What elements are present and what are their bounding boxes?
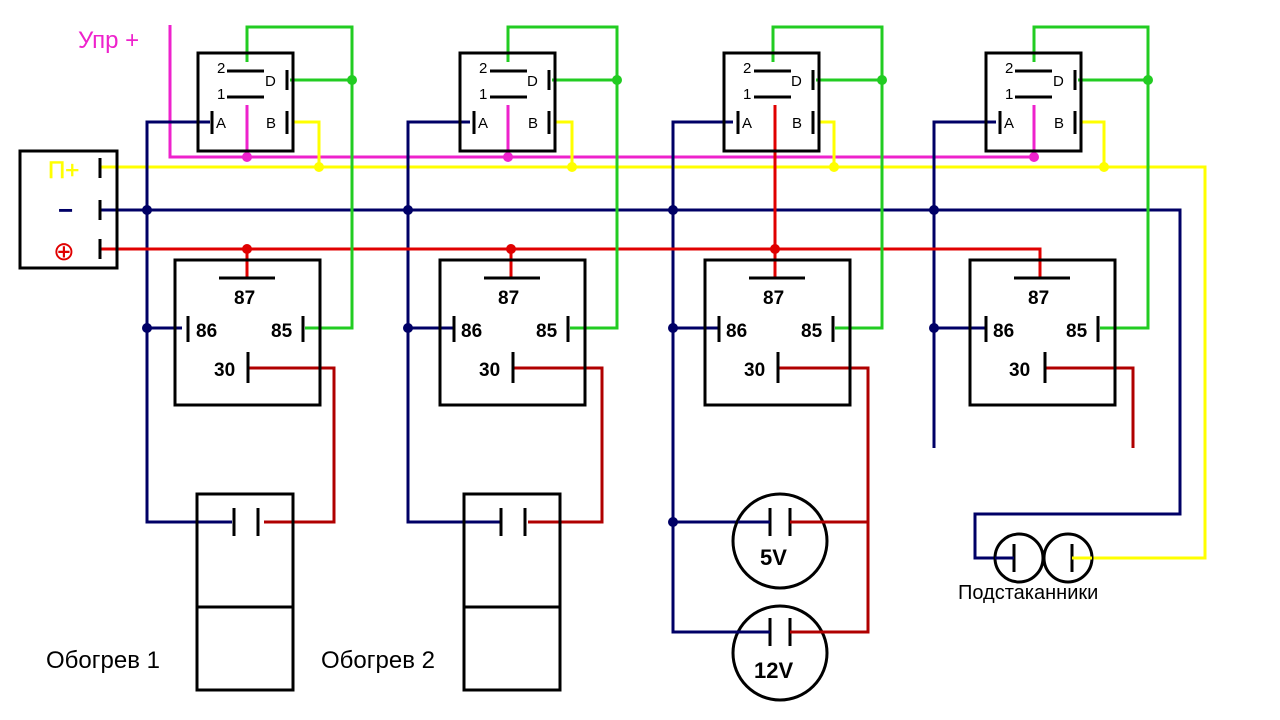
switch-pin-d: D [265,73,276,90]
relay-pin-85: 85 [536,321,558,342]
switch-2: 2 1 D A B [458,51,557,153]
minus-label: − [58,195,73,225]
switch-pin-1: 1 [1005,86,1013,103]
relay-pin-86: 86 [726,321,747,342]
switch-pin-d: D [791,73,802,90]
switch-pin-1: 1 [743,86,751,103]
heater-2: Обогрев 2 [321,492,562,692]
switch-pin-2: 2 [479,60,487,77]
relay-pin-85: 85 [271,321,293,342]
relay-pin-87: 87 [763,288,784,309]
plus-label: ⊕ [53,237,75,267]
switch-pin-b: B [528,115,538,132]
heater-2-label: Обогрев 2 [321,647,435,674]
switch-pin-b: B [1054,115,1064,132]
socket-5v-label: 5V [760,545,787,570]
switch-pin-a: A [742,115,752,132]
control-label: Упр + [78,27,139,54]
switch-3: 2 1 D A B [722,51,821,153]
relay-pin-87: 87 [498,288,519,309]
power-block: П+ − ⊕ [18,149,119,270]
switch-pin-2: 2 [1005,60,1013,77]
relay-2: 87 86 85 30 [438,258,587,407]
heater-1-label: Обогрев 1 [46,647,160,674]
switch-pin-a: A [216,115,226,132]
socket-12v: 12V [731,604,829,702]
relay-pin-86: 86 [461,321,482,342]
switch-pin-d: D [1053,73,1064,90]
p-plus-wires [100,120,1207,560]
relay-pin-86: 86 [196,321,217,342]
relay-3: 87 86 85 30 [703,258,852,407]
battery-plus-wires [100,105,1042,278]
switch-pin-b: B [792,115,802,132]
relay-pin-30: 30 [479,360,500,381]
relay-pin-85: 85 [1066,321,1088,342]
heater-1: Обогрев 1 [46,492,295,692]
switch-pin-a: A [1004,115,1014,132]
switch-pin-1: 1 [479,86,487,103]
socket-12v-label: 12V [754,658,793,683]
cup-holders-label: Подстаканники [958,582,1098,604]
relay-pin-87: 87 [234,288,255,309]
switch-d-wires [245,25,1153,330]
switch-pin-b: B [266,115,276,132]
relay-pin-30: 30 [744,360,765,381]
relay-pin-30: 30 [214,360,235,381]
p-plus-label: П+ [48,157,79,184]
relay-pin-30: 30 [1009,360,1030,381]
relay-pin-85: 85 [801,321,823,342]
switch-pin-2: 2 [217,60,225,77]
switch-pin-1: 1 [217,86,225,103]
relay-pin-87: 87 [1028,288,1049,309]
switch-pin-a: A [478,115,488,132]
control-wires [168,25,1039,162]
switch-pin-d: D [527,73,538,90]
socket-5v: 5V [731,492,829,590]
cup-holders: Подстаканники [958,532,1098,604]
relay-4: 87 86 85 30 [968,258,1117,407]
relay-1: 87 86 85 30 [173,258,322,407]
switch-pin-2: 2 [743,60,751,77]
switch-4: 2 1 D A B [984,51,1083,153]
ground-wires [100,120,1182,634]
relay-pin-86: 86 [993,321,1014,342]
switch-1: 2 1 D A B [196,51,295,153]
